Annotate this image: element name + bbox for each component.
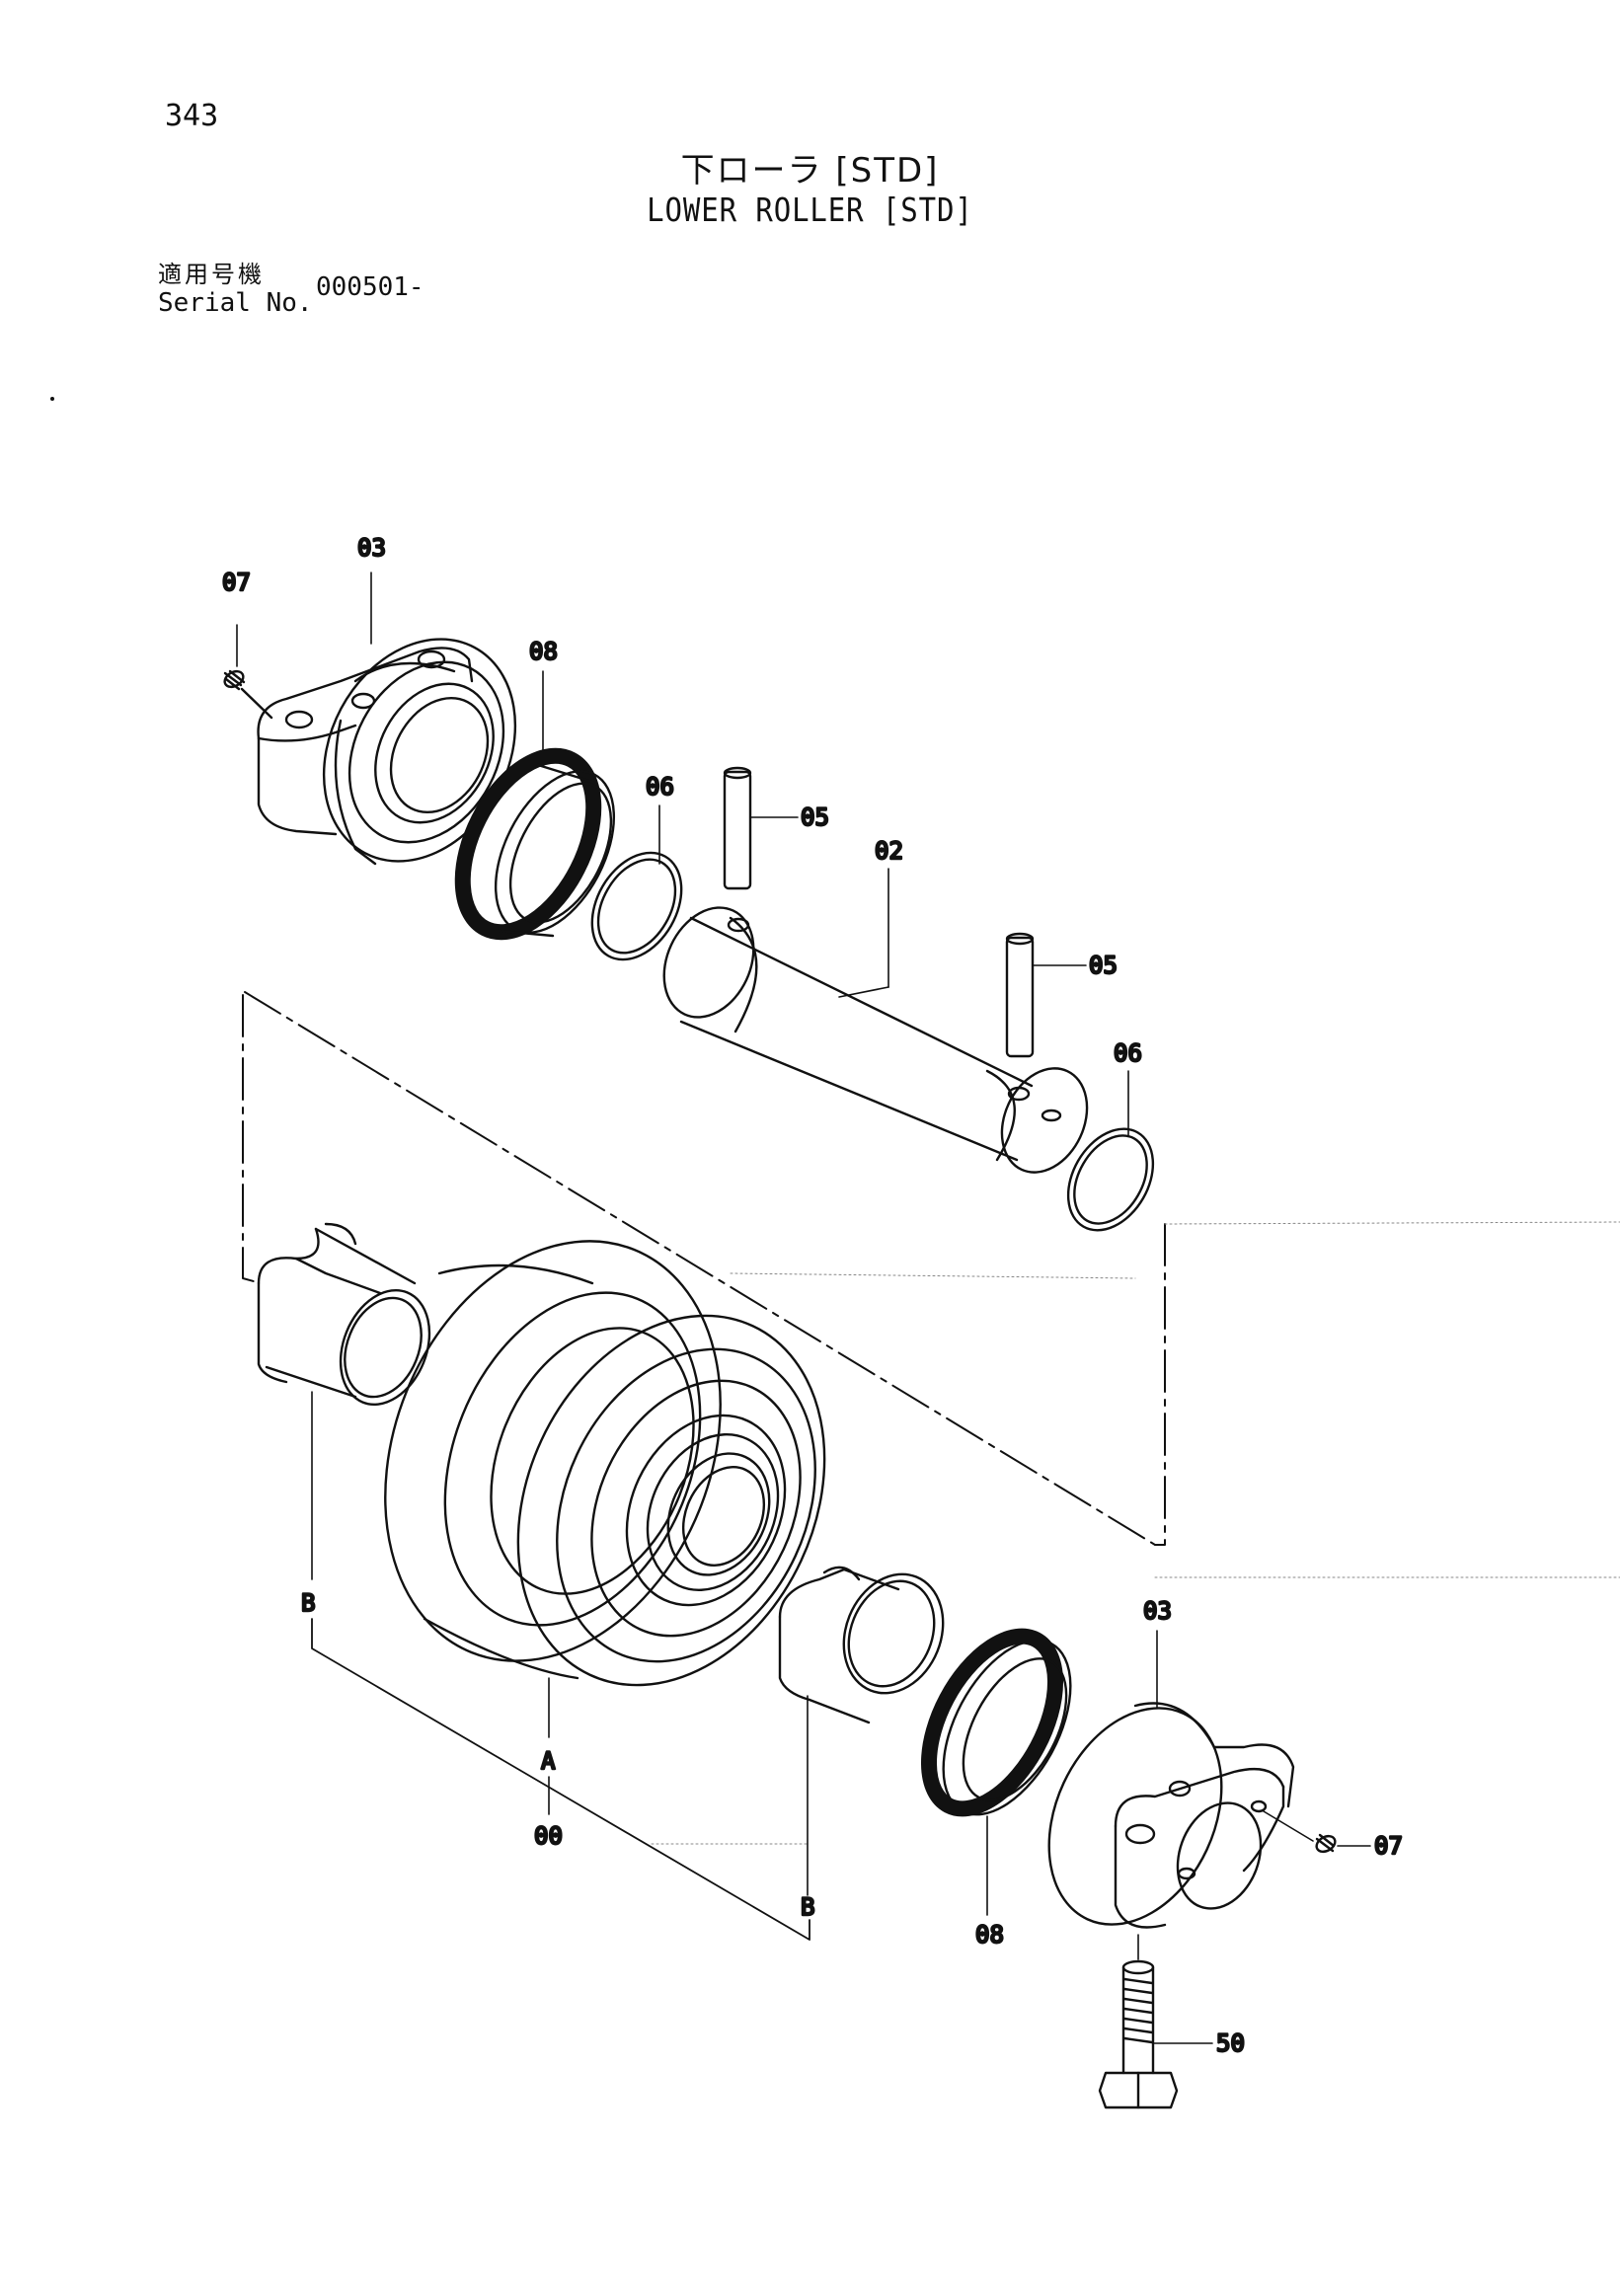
callout-05-mid: 05 [1089, 952, 1118, 979]
shaft-02 [662, 868, 1089, 1174]
pin-05-mid [1005, 932, 1087, 1058]
page-number: 343 [165, 99, 219, 133]
o-ring-06-mid [1066, 1070, 1155, 1232]
serial-label-japanese: 適用号機 [158, 261, 265, 288]
bolt-50 [1098, 1934, 1213, 2109]
callout-08-top: 08 [529, 638, 558, 665]
callout-50: 50 [1216, 2029, 1245, 2057]
floating-seal-08-bottom [920, 1628, 1072, 1916]
set-screw-07-bottom [1315, 1833, 1371, 1854]
callout-03-top: 03 [357, 534, 386, 562]
callout-07-bottom: 07 [1374, 1832, 1403, 1860]
roller-body-00 [384, 1240, 826, 1815]
callout-02: 02 [875, 837, 903, 865]
callout-b-left: B [301, 1589, 315, 1617]
guide-dotted-lines [651, 1221, 1620, 1845]
callout-00: 00 [534, 1822, 563, 1850]
callout-b-right: B [801, 1893, 814, 1921]
title-japanese: 下ローラ [STD] [680, 151, 940, 191]
pin-05-top [723, 766, 799, 890]
serial-number-value: 000501- [316, 272, 424, 302]
floating-seal-08-top [454, 670, 616, 941]
o-ring-06-top [590, 804, 683, 961]
callout-a: A [541, 1747, 556, 1775]
bushing-left [257, 1222, 431, 1580]
title-english: LOWER ROLLER [STD] [647, 191, 973, 229]
callout-06-top: 06 [646, 773, 674, 801]
callout-08-bottom: 08 [975, 1921, 1004, 1949]
callout-07-top: 07 [222, 569, 251, 596]
serial-label-english: Serial No. [158, 288, 313, 318]
set-screw-07-top [223, 624, 273, 720]
callout-05-top: 05 [801, 804, 829, 831]
bushing-right [778, 1566, 945, 1896]
callout-03-bottom: 03 [1143, 1597, 1172, 1625]
bushing-connector-lines [311, 1618, 810, 1941]
collar-03-bottom [1047, 1630, 1314, 1929]
callout-06-mid: 06 [1114, 1039, 1142, 1067]
assembly-chain-lines [242, 991, 1166, 1546]
collar-03-top [257, 572, 517, 866]
